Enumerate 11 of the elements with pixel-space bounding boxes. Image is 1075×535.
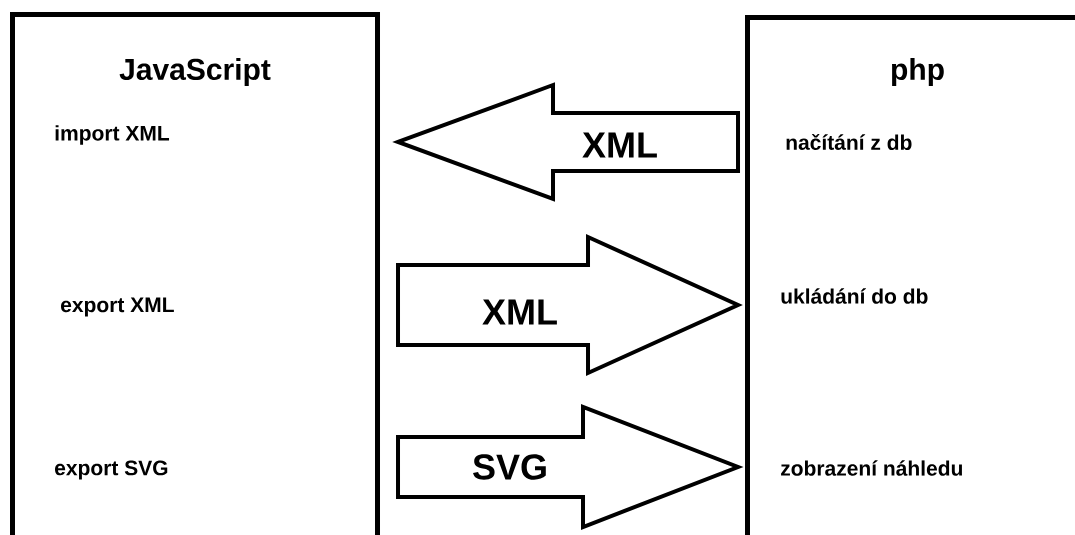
item-text: export XML (61, 297, 174, 317)
block-arrow (396, 404, 744, 530)
item-text: ukládání do db (781, 288, 928, 304)
item-text: načítání z db (786, 134, 912, 150)
item-text: zobrazení náhledu (781, 460, 962, 476)
edge-label: XML (581, 131, 659, 159)
edge-label: SVG (471, 453, 549, 481)
edge-label: XML (481, 298, 559, 326)
block-arrow (396, 233, 743, 377)
item-text: export SVG (55, 460, 168, 480)
item-text: import XML (55, 125, 170, 145)
